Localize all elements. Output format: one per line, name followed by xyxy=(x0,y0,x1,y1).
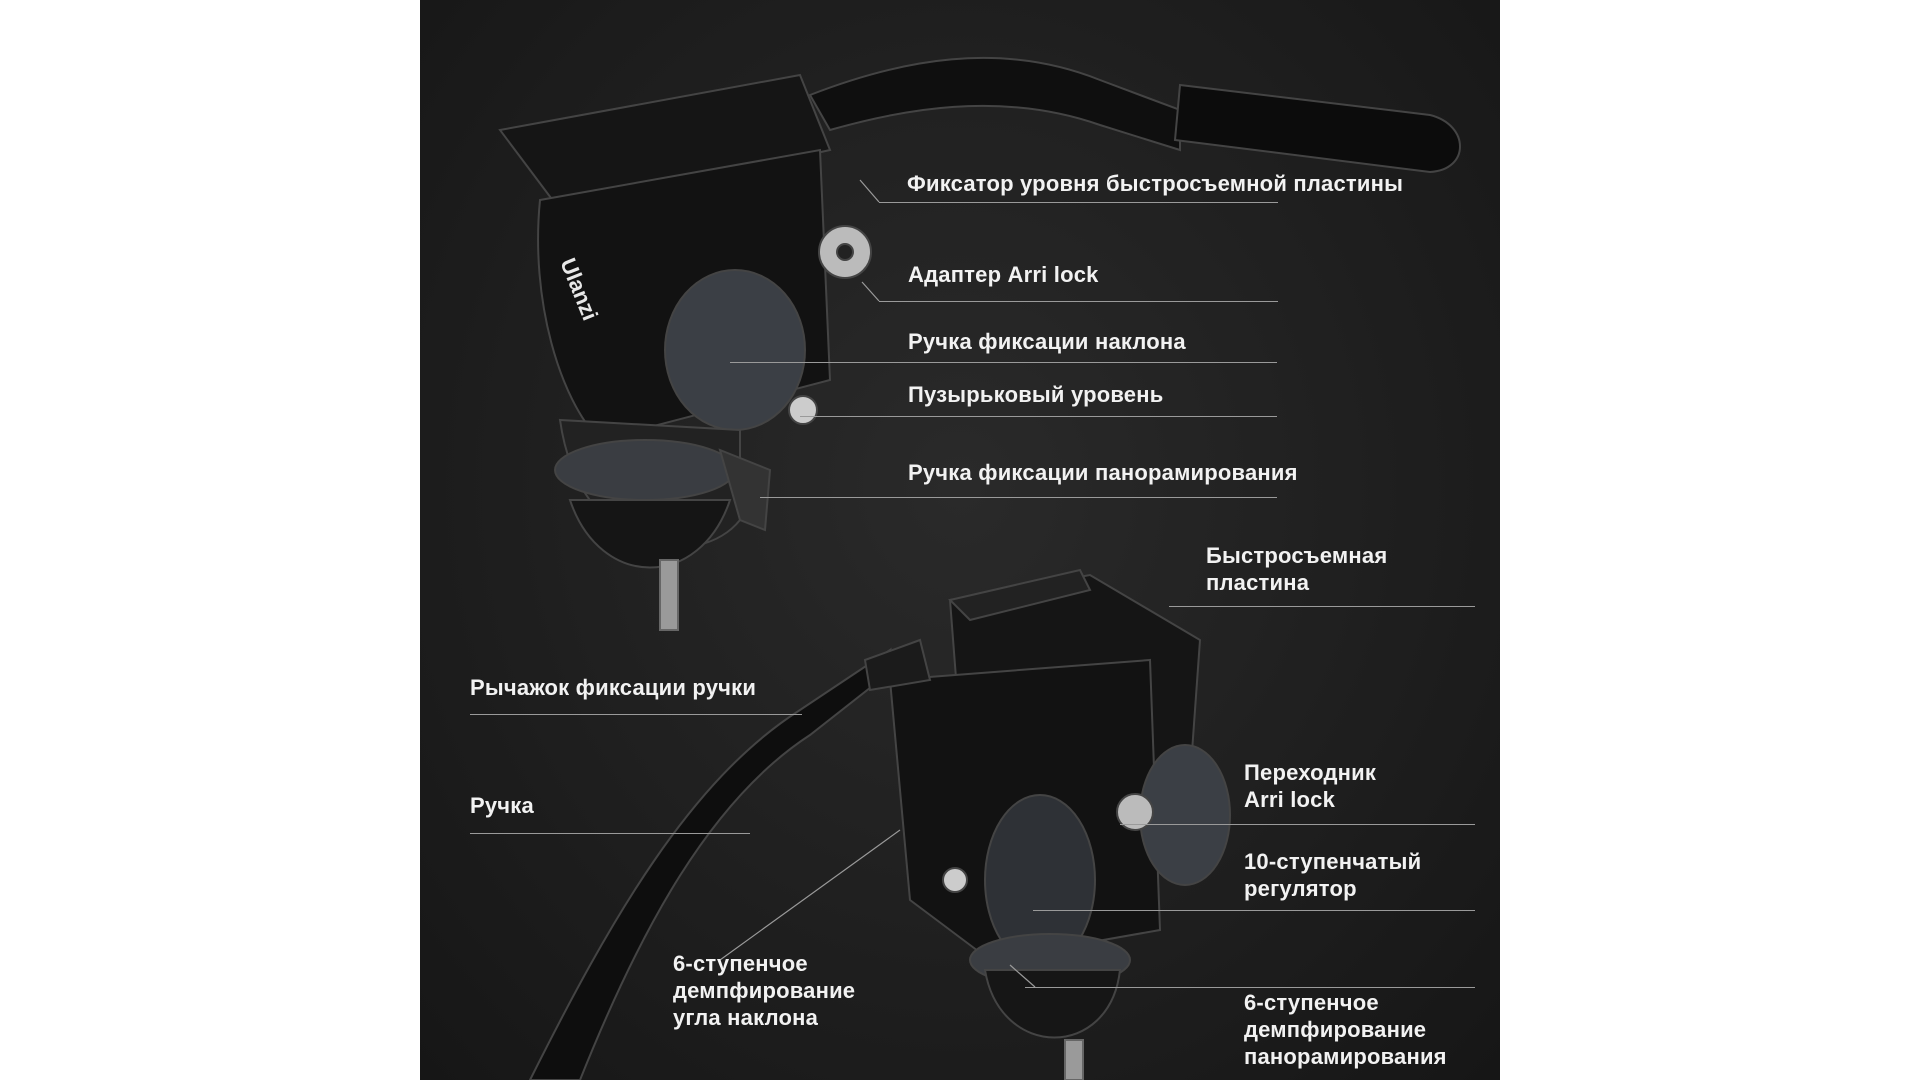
leader-line xyxy=(730,362,1277,363)
label-tilt-lock-knob: Ручка фиксации наклона xyxy=(908,329,1186,354)
top-fluid-head xyxy=(498,56,1461,631)
label-line: Arri lock xyxy=(1244,787,1336,812)
label-pan-damping: 6-ступенчое демпфирование панорамировани… xyxy=(1244,989,1447,1070)
leader-line xyxy=(470,714,802,715)
label-line: Переходник xyxy=(1244,760,1377,785)
label-line: 10-ступенчатый xyxy=(1244,849,1422,874)
label-line: 6-ступенчое xyxy=(673,951,808,976)
leader-line xyxy=(470,833,750,834)
label-pan-lock-knob: Ручка фиксации панорамирования xyxy=(908,460,1298,485)
leader-line xyxy=(879,301,1278,302)
label-10-step-regulator: 10-ступенчатый регулятор xyxy=(1244,848,1421,902)
leader-line xyxy=(800,416,1277,417)
label-line: Быстросъемная xyxy=(1206,543,1388,568)
leader-lines xyxy=(719,179,1036,988)
label-line: демпфирование xyxy=(673,978,856,1003)
fluid-head-illustration: Ulanzi xyxy=(498,56,1461,1080)
label-arri-adapter: Переходник Arri lock xyxy=(1244,759,1376,813)
leader-line xyxy=(1033,910,1475,911)
label-tilt-damping: 6-ступенчое демпфирование угла наклона xyxy=(673,950,855,1031)
bottom-fluid-head xyxy=(528,568,1231,1080)
label-line: панорамирования xyxy=(1244,1044,1447,1069)
label-line: 6-ступенчое xyxy=(1244,990,1379,1015)
label-line: демпфирование xyxy=(1244,1017,1427,1042)
label-handle-lock-lever: Рычажок фиксации ручки xyxy=(470,675,757,700)
leader-line xyxy=(1169,606,1475,607)
label-line: регулятор xyxy=(1244,876,1357,901)
product-image-panel: Ulanzi Фиксатор уровня быстросъемной пла… xyxy=(420,0,1500,1080)
label-arri-lock-adapter: Адаптер Arri lock xyxy=(908,262,1099,287)
label-handle: Ручка xyxy=(470,793,534,818)
label-bubble-level: Пузырьковый уровень xyxy=(908,382,1164,407)
leader-line xyxy=(879,202,1278,203)
label-line: пластина xyxy=(1206,570,1310,595)
label-plate-level-lock: Фиксатор уровня быстросъемной пластины xyxy=(907,171,1404,196)
leader-line xyxy=(1025,987,1475,988)
leader-line xyxy=(760,497,1277,498)
leader-line xyxy=(1120,824,1475,825)
label-line: угла наклона xyxy=(673,1005,819,1030)
label-quick-release-plate: Быстросъемная пластина xyxy=(1206,542,1387,596)
